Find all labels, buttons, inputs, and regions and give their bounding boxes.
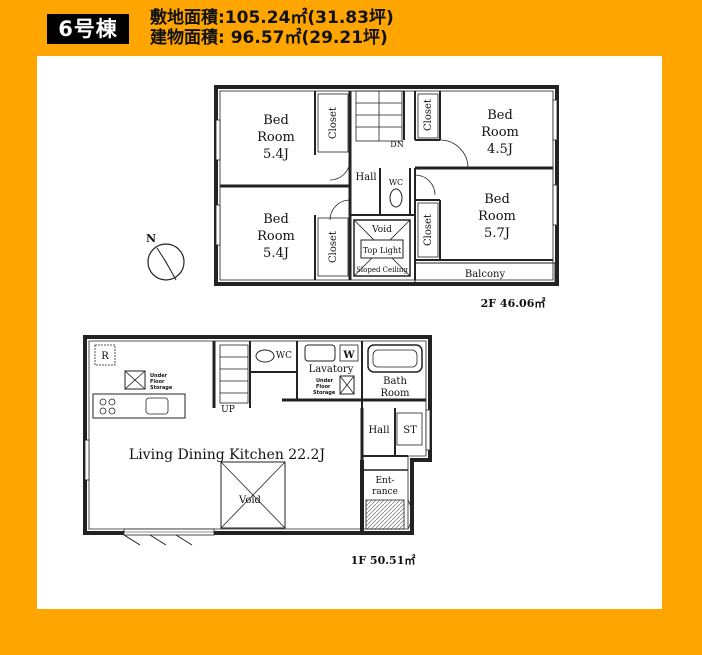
bed-ne-line3: 4.5J	[487, 142, 513, 157]
entrance-label-1: Ent-	[375, 476, 394, 486]
floor-area: 建物面積: 96.57㎡(29.21坪)	[150, 28, 388, 48]
bed-ne-line2: Room	[481, 125, 519, 140]
st-label: ST	[403, 425, 417, 436]
hall-label-1f: Hall	[368, 425, 389, 436]
building-badge: 6号棟	[47, 14, 129, 44]
sloped-ceiling-label: Sloped Ceiling	[356, 266, 408, 274]
bed-nw-line2: Room	[257, 130, 295, 145]
closet-label-3: Closet	[423, 99, 434, 131]
entrance-label-2: rance	[372, 487, 398, 497]
floor1-outer-wall	[83, 335, 432, 535]
dn-label: DN	[390, 140, 403, 149]
bath-label-2: Room	[380, 388, 410, 399]
compass-icon: N	[146, 232, 185, 281]
bath-label-1: Bath	[383, 376, 407, 387]
floor1-void	[220, 461, 286, 529]
storage-label-b3: Storage	[313, 390, 336, 396]
storage-label-1: Under	[150, 373, 168, 379]
floor1-area-label: 1F 50.51㎡	[351, 553, 416, 567]
floor1-plan	[83, 335, 432, 546]
floor2-area-label: 2F 46.06㎡	[481, 296, 546, 310]
bed-sw-line3: 5.4J	[263, 246, 289, 261]
void-label-2f: Void	[371, 225, 392, 235]
w-label: W	[342, 350, 355, 361]
floor-plan-drawing: Bed Room 5.4J Bed Room 5.4J Bed Room 4.5…	[83, 85, 559, 567]
bed-ne-line1: Bed	[487, 108, 513, 123]
floor1-labels: R Under Floor Storage Under Floor Storag…	[101, 350, 417, 567]
up-label: UP	[221, 405, 235, 415]
bed-se-line1: Bed	[484, 192, 510, 207]
area-info: 敷地面積:105.24㎡(31.83坪) 建物面積: 96.57㎡(29.21坪…	[150, 8, 394, 48]
bed-se-line3: 5.7J	[484, 226, 510, 241]
closet-label-2: Closet	[328, 231, 339, 263]
floor2-labels: Bed Room 5.4J Bed Room 5.4J Bed Room 4.5…	[257, 99, 545, 310]
bed-sw-line1: Bed	[263, 212, 289, 227]
closet-label-4: Closet	[423, 214, 434, 246]
wc-label-2f: WC	[389, 178, 403, 187]
balcony-label: Balcony	[465, 269, 506, 280]
top-light-label: Top Light	[363, 246, 402, 255]
header: 6号棟 敷地面積:105.24㎡(31.83坪) 建物面積: 96.57㎡(29…	[0, 0, 702, 56]
floor-plan-panel: Bed Room 5.4J Bed Room 5.4J Bed Room 4.5…	[37, 56, 662, 609]
storage-label-3: Storage	[150, 385, 173, 391]
storage-label-b1: Under	[316, 378, 334, 384]
bathtub	[367, 344, 423, 373]
bed-nw-line1: Bed	[263, 113, 289, 128]
storage-label-2: Floor	[150, 379, 165, 385]
ldk-label: Living Dining Kitchen 22.2J	[129, 447, 325, 463]
closet-label-1: Closet	[328, 107, 339, 139]
floor2-void	[353, 219, 411, 277]
wc-label-1f: WC	[276, 351, 292, 361]
storage-label-b2: Floor	[316, 384, 331, 390]
hall-label-2f: Hall	[355, 172, 376, 183]
floor2-plan	[214, 85, 559, 286]
r-label: R	[101, 351, 109, 362]
lavatory-label: Lavatory	[309, 364, 354, 375]
compass-north-label: N	[146, 232, 156, 245]
floor2-stairs	[355, 90, 403, 142]
void-label-1f: Void	[238, 495, 262, 506]
bed-sw-line2: Room	[257, 229, 295, 244]
bed-nw-line3: 5.4J	[263, 147, 289, 162]
floor1-stairs	[219, 344, 249, 404]
site-area: 敷地面積:105.24㎡(31.83坪)	[150, 8, 394, 28]
bed-se-line2: Room	[478, 209, 516, 224]
